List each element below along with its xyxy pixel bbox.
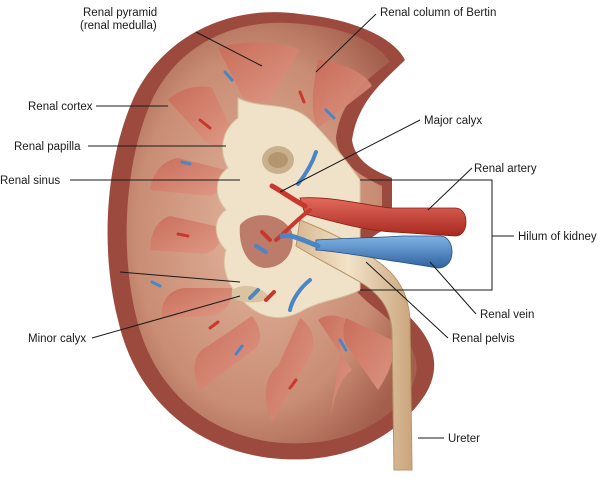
label-renal-cortex: Renal cortex xyxy=(28,101,93,113)
label-renal-pyramid: Renal pyramid xyxy=(83,7,157,19)
renal-artery xyxy=(299,197,467,237)
label-renal-medulla: (renal medulla) xyxy=(80,20,157,32)
label-ureter: Ureter xyxy=(448,433,480,445)
label-renal-pelvis: Renal pelvis xyxy=(452,333,515,345)
minor-calyx xyxy=(232,285,270,303)
label-hilum: Hilum of kidney xyxy=(518,231,597,243)
renal-vein xyxy=(315,235,453,269)
interlobar-vessels xyxy=(150,70,348,390)
label-major-calyx: Major calyx xyxy=(424,115,482,127)
label-renal-vein: Renal vein xyxy=(480,309,534,321)
leader-lines xyxy=(70,13,514,439)
label-renal-artery: Renal artery xyxy=(474,163,537,175)
label-renal-papilla: Renal papilla xyxy=(14,141,81,153)
label-minor-calyx: Minor calyx xyxy=(28,333,86,345)
label-renal-sinus: Renal sinus xyxy=(0,175,60,187)
label-renal-column: Renal column of Bertin xyxy=(380,7,496,19)
